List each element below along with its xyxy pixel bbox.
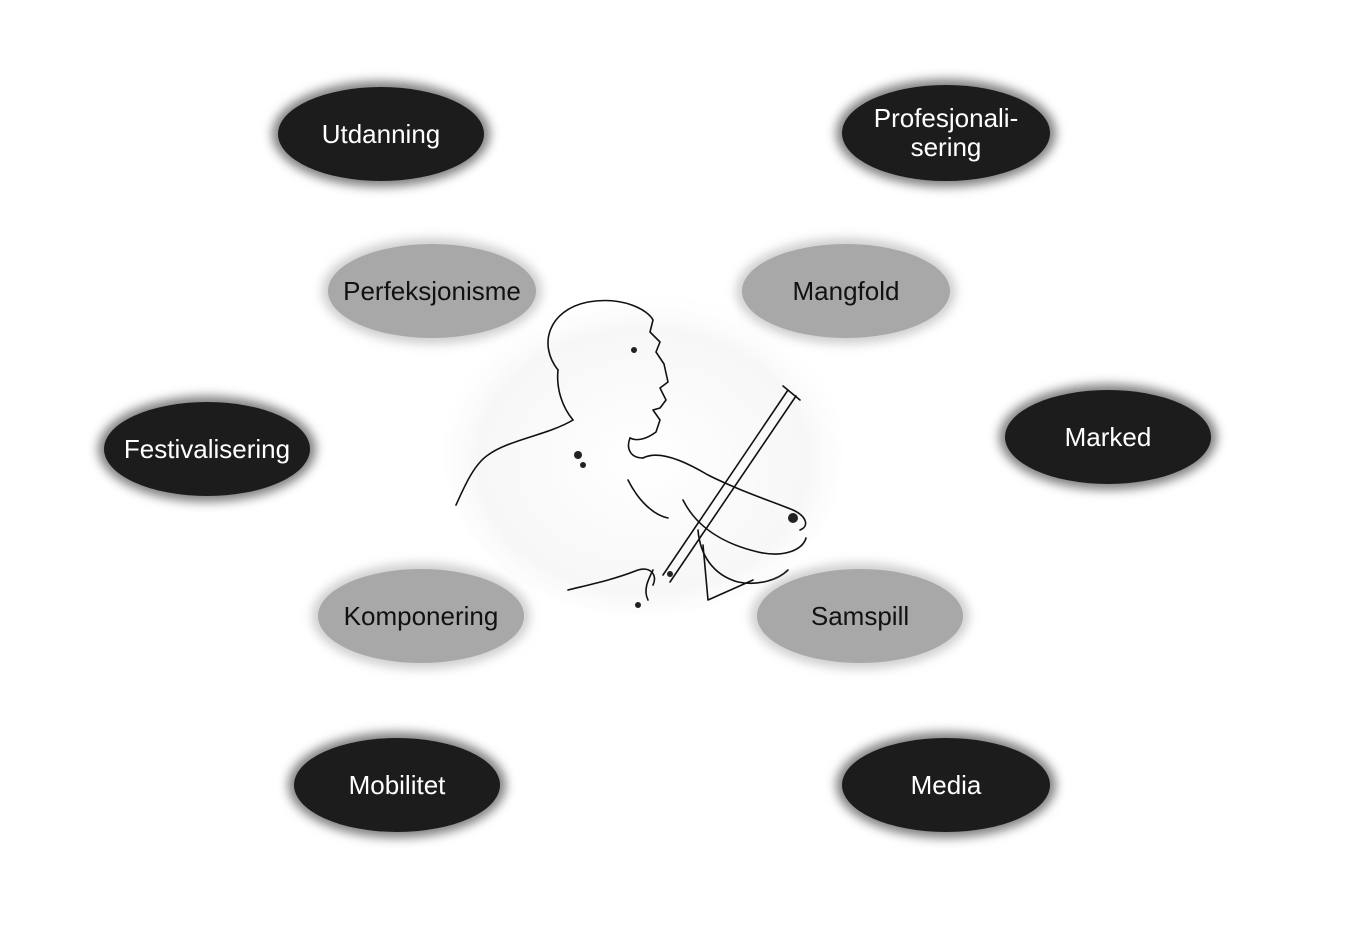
node-label: Media [910, 769, 982, 800]
node-label: Mobilitet [348, 769, 446, 800]
node-label: Mangfold [792, 275, 900, 306]
node-label: Festivalisering [123, 433, 291, 464]
node-label: Komponering [343, 600, 499, 631]
node-label: Profesjonali- sering [873, 103, 1019, 162]
node-utdanning: Utdanning [278, 87, 484, 181]
node-marked: Marked [1005, 390, 1211, 484]
node-mangfold: Mangfold [742, 244, 950, 338]
node-perfeksjonisme: Perfeksjonisme [328, 244, 536, 338]
node-media: Media [842, 738, 1050, 832]
node-label: Samspill [810, 600, 910, 631]
node-profesjonalisering: Profesjonali- sering [842, 85, 1050, 181]
node-komponering: Komponering [318, 569, 524, 663]
node-label: Marked [1064, 421, 1152, 452]
node-mobilitet: Mobilitet [294, 738, 500, 832]
node-festivalisering: Festivalisering [104, 402, 310, 496]
node-label: Utdanning [321, 118, 441, 149]
node-label: Perfeksjonisme [343, 275, 521, 306]
violinist-illustration [443, 295, 843, 615]
node-samspill: Samspill [757, 569, 963, 663]
